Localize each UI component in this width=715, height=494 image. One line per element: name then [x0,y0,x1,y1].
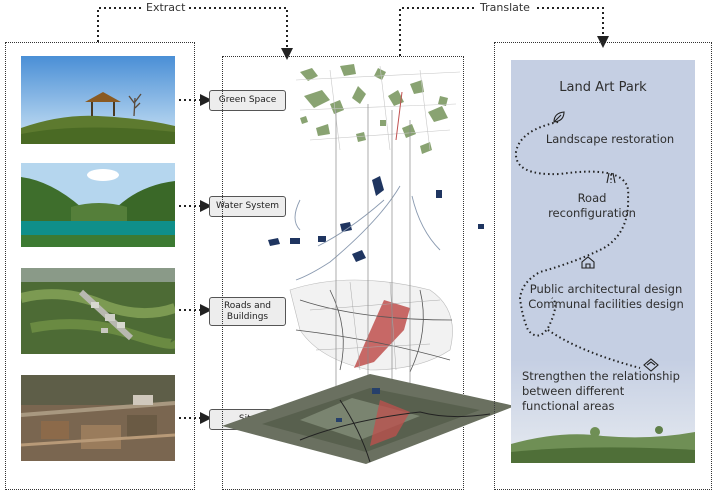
photo-roads-buildings [21,268,175,354]
item-landscape-restoration: Landscape restoration [545,132,675,146]
item-public-architectural-design: Public architectural design Communal fac… [528,282,684,311]
site-layer [222,374,515,464]
house-icon [580,256,596,269]
translate-panel [494,42,712,490]
roads-buildings-layer [289,279,453,373]
green-space-layer [300,64,448,154]
tag-roads-buildings: Roads and Buildings [209,297,286,326]
extract-arrow [97,7,293,60]
photo-water-system [21,163,175,247]
extract-label: Extract [142,1,190,14]
photo-site [21,375,175,461]
tag-water-system: Water System [209,196,286,217]
tag-green-space: Green Space [209,90,286,111]
photo-green-space [21,56,175,144]
leaf-icon [552,110,566,124]
right-panel-title: Land Art Park [559,80,647,95]
diamond-icon [643,358,659,372]
water-system-layer [268,176,484,262]
layer-stack-panel [222,56,464,490]
photo-panel [5,42,195,490]
item-road-reconfiguration: Road reconfiguration [548,191,636,220]
item-strengthen-relationship: Strengthen the relationship between diff… [522,369,680,413]
right-panel-image [511,60,695,463]
translate-label: Translate [476,1,534,14]
road-icon [603,172,619,184]
